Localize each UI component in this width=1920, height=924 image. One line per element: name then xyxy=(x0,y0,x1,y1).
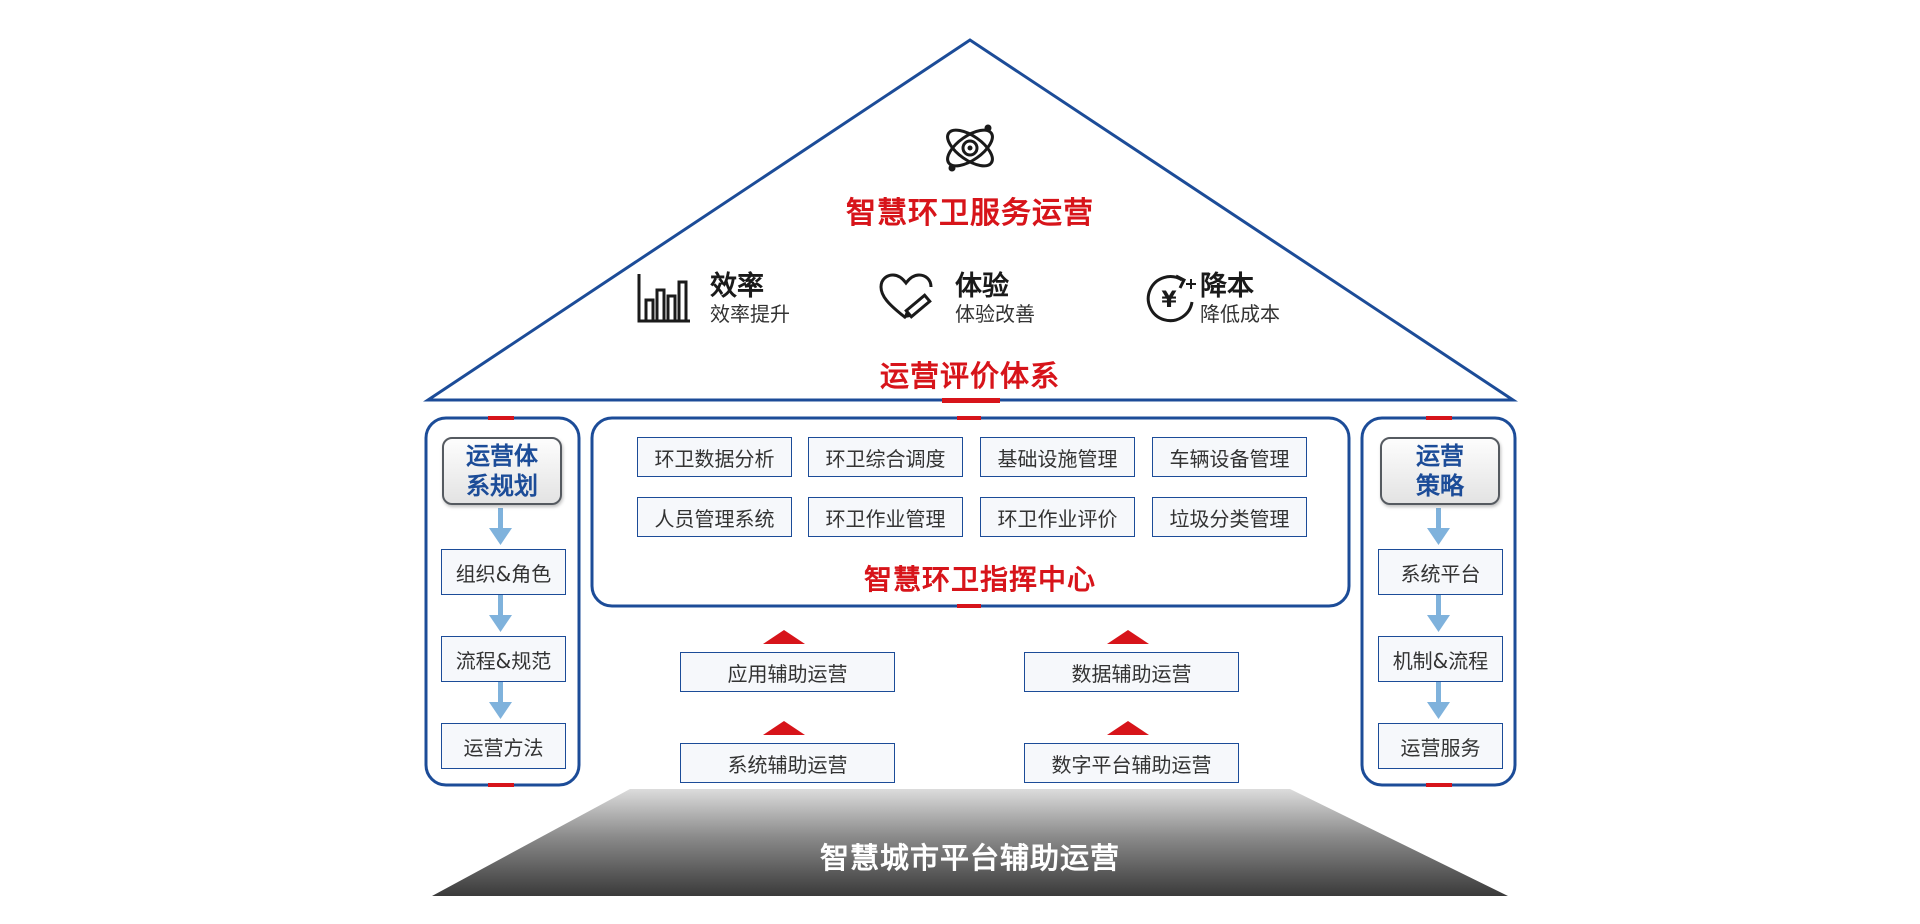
right-pillar-item: 机制&流程 xyxy=(1378,636,1503,682)
yen-cycle-icon: ¥ xyxy=(1142,272,1198,324)
left-pillar-top-marker xyxy=(488,416,514,420)
metric-subtitle-efficiency: 效率提升 xyxy=(710,302,790,326)
right-pillar-item: 运营服务 xyxy=(1378,723,1503,769)
heart-pen-icon xyxy=(878,272,934,324)
left-pillar-item: 组织&角色 xyxy=(441,549,566,595)
evaluation-system-title: 运营评价体系 xyxy=(879,359,1060,393)
bar-chart-icon xyxy=(636,272,692,324)
base-trapezoid xyxy=(432,789,1508,896)
module-box: 垃圾分类管理 xyxy=(1152,497,1307,537)
support-box: 数据辅助运营 xyxy=(1024,652,1239,692)
right-pillar-head-line1: 运营 xyxy=(1416,442,1464,470)
left-pillar-bottom-marker xyxy=(488,783,514,787)
metric-title-experience: 体验 xyxy=(955,271,1009,302)
left-pillar-head-line1: 运营体 xyxy=(466,442,538,470)
module-box: 车辆设备管理 xyxy=(1152,437,1307,477)
left-pillar-head: 运营体 系规划 xyxy=(442,437,562,505)
left-pillar-item: 流程&规范 xyxy=(441,636,566,682)
module-box: 环卫作业评价 xyxy=(980,497,1135,537)
command-center-title: 智慧环卫指挥中心 xyxy=(863,563,1096,596)
command-center-top-marker xyxy=(957,416,981,420)
left-pillar-item: 运营方法 xyxy=(441,723,566,769)
left-pillar-head-line2: 系规划 xyxy=(466,472,538,500)
base-title: 智慧城市平台辅助运营 xyxy=(819,841,1120,875)
right-pillar-bottom-marker xyxy=(1426,783,1452,787)
module-box: 环卫综合调度 xyxy=(808,437,963,477)
right-pillar-arrows xyxy=(1427,508,1450,719)
metric-subtitle-experience: 体验改善 xyxy=(955,302,1035,326)
left-pillar-arrows xyxy=(489,508,512,719)
roof-title: 智慧环卫服务运营 xyxy=(846,196,1094,231)
support-box: 系统辅助运营 xyxy=(680,743,895,783)
support-box: 应用辅助运营 xyxy=(680,652,895,692)
roof-red-marker xyxy=(942,398,1000,403)
module-box: 环卫作业管理 xyxy=(808,497,963,537)
module-box: 基础设施管理 xyxy=(980,437,1135,477)
support-box: 数字平台辅助运营 xyxy=(1024,743,1239,783)
metric-subtitle-cost: 降低成本 xyxy=(1200,302,1280,326)
module-box: 环卫数据分析 xyxy=(637,437,792,477)
right-pillar-head: 运营 策略 xyxy=(1380,437,1500,505)
module-box: 人员管理系统 xyxy=(637,497,792,537)
svg-text:¥: ¥ xyxy=(1161,288,1177,313)
right-pillar-head-line2: 策略 xyxy=(1416,472,1464,500)
command-center-bottom-marker xyxy=(957,604,981,608)
atom-orbit-icon xyxy=(940,118,1000,178)
right-pillar-top-marker xyxy=(1426,416,1452,420)
metric-title-efficiency: 效率 xyxy=(710,271,764,302)
metric-title-cost: 降本 xyxy=(1200,271,1254,302)
right-pillar-item: 系统平台 xyxy=(1378,549,1503,595)
